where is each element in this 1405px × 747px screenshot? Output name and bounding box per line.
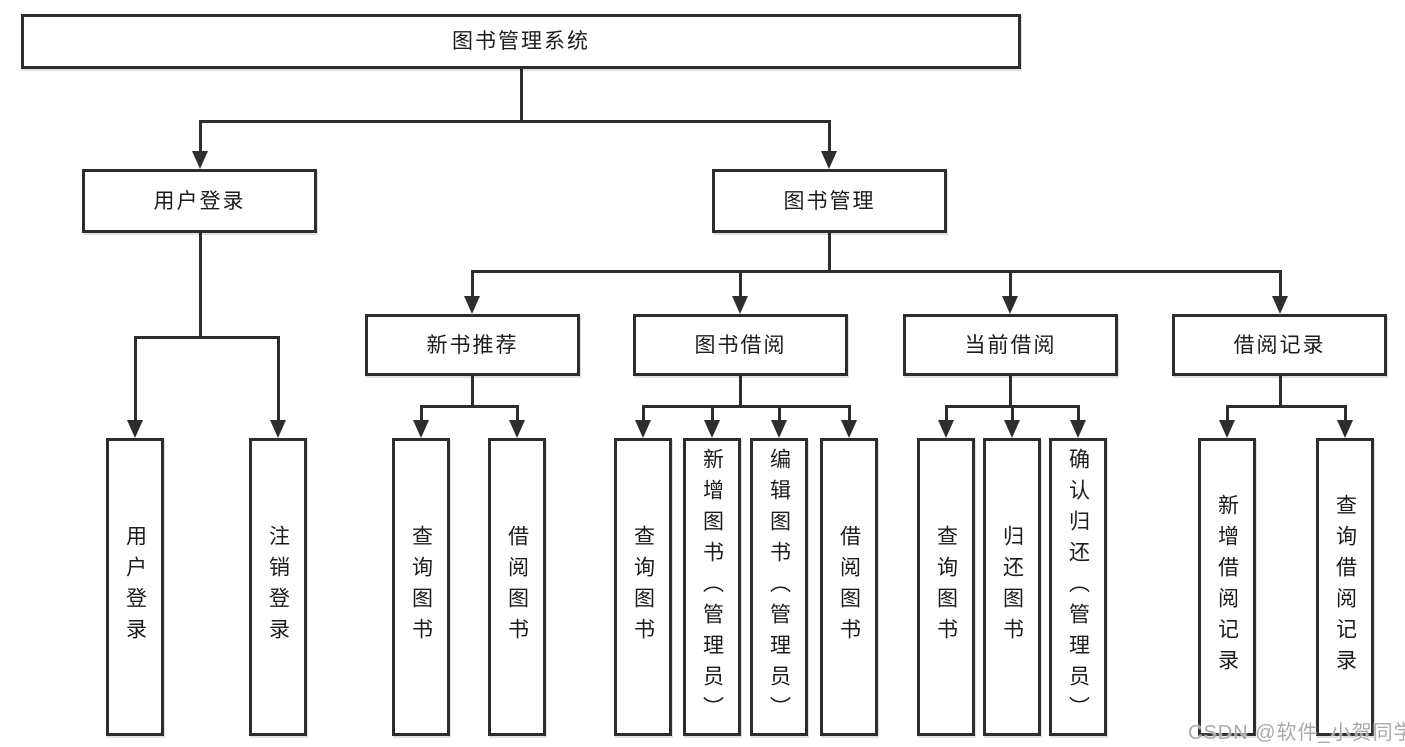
arrow-down-icon — [635, 420, 651, 438]
node-label-leaf-bor-add: 新增图书（管理员） — [700, 447, 724, 727]
node-leaf-user-login: 用户登录 — [106, 438, 164, 736]
connector-line — [710, 406, 714, 424]
node-user-login: 用户登录 — [82, 169, 317, 233]
csdn-watermark: CSDN @软件_小贺同学 — [1188, 722, 1405, 744]
arrow-down-icon — [771, 420, 787, 438]
connector-line — [470, 376, 474, 408]
node-label-leaf-records-add: 新增借阅记录 — [1215, 494, 1239, 680]
connector-line — [419, 406, 423, 424]
node-leaf-bor-edit: 编辑图书（管理员） — [750, 438, 808, 736]
arrow-down-icon — [1272, 296, 1288, 314]
connector-line — [470, 271, 474, 300]
connector-line — [519, 69, 523, 123]
node-label-new-book-rec: 新书推荐 — [426, 333, 519, 357]
node-label-root: 图书管理系统 — [452, 30, 590, 53]
node-label-leaf-bor-borrow: 借阅图书 — [837, 525, 861, 649]
node-label-leaf-user-login: 用户登录 — [123, 525, 147, 649]
node-current-borrow: 当前借阅 — [903, 314, 1118, 376]
arrow-down-icon — [1070, 420, 1086, 438]
node-label-leaf-bor-query: 查询图书 — [631, 525, 655, 649]
connector-line — [1010, 406, 1014, 424]
node-label-leaf-records-query: 查询借阅记录 — [1333, 494, 1357, 680]
arrow-down-icon — [732, 296, 748, 314]
node-label-leaf-rec-query: 查询图书 — [409, 525, 433, 649]
node-leaf-cur-confirm: 确认归还（管理员） — [1049, 438, 1107, 736]
node-label-leaf-bor-edit: 编辑图书（管理员） — [767, 447, 791, 727]
node-label-leaf-cur-confirm: 确认归还（管理员） — [1066, 447, 1090, 727]
node-leaf-bor-add: 新增图书（管理员） — [683, 438, 741, 736]
arrow-down-icon — [509, 420, 525, 438]
connector-line — [847, 406, 851, 424]
connector-line — [777, 406, 781, 424]
connector-line — [134, 335, 280, 339]
node-leaf-cur-return: 归还图书 — [983, 438, 1041, 736]
connector-line — [827, 233, 831, 273]
arrow-down-icon — [938, 420, 954, 438]
arrow-down-icon — [192, 151, 208, 169]
node-label-current-borrow: 当前借阅 — [964, 333, 1057, 357]
arrow-down-icon — [821, 151, 837, 169]
arrow-down-icon — [413, 420, 429, 438]
arrow-down-icon — [1002, 296, 1018, 314]
node-label-book-mgmt: 图书管理 — [783, 189, 876, 213]
connector-line — [1278, 271, 1282, 300]
arrow-down-icon — [1004, 420, 1020, 438]
node-label-leaf-logout: 注销登录 — [266, 525, 290, 649]
node-leaf-bor-borrow: 借阅图书 — [820, 438, 878, 736]
node-leaf-logout: 注销登录 — [249, 438, 307, 736]
connector-line — [199, 119, 831, 123]
node-leaf-records-add: 新增借阅记录 — [1198, 438, 1256, 736]
node-leaf-rec-query: 查询图书 — [392, 438, 450, 736]
node-leaf-bor-query: 查询图书 — [614, 438, 672, 736]
node-label-leaf-rec-borrow: 借阅图书 — [505, 525, 529, 649]
node-leaf-records-query: 查询借阅记录 — [1316, 438, 1374, 736]
connector-line — [1008, 271, 1012, 300]
arrow-down-icon — [127, 420, 143, 438]
arrow-down-icon — [704, 420, 720, 438]
node-leaf-rec-borrow: 借阅图书 — [488, 438, 546, 736]
connector-line — [1008, 376, 1012, 408]
connector-line — [827, 121, 831, 155]
connector-line — [276, 337, 280, 424]
connector-line — [1076, 406, 1080, 424]
node-root: 图书管理系统 — [21, 14, 1021, 69]
arrow-down-icon — [464, 296, 480, 314]
node-label-leaf-cur-query: 查询图书 — [934, 525, 958, 649]
arrow-down-icon — [1219, 420, 1235, 438]
connector-line — [1343, 406, 1347, 424]
connector-line — [738, 271, 742, 300]
arrow-down-icon — [270, 420, 286, 438]
node-label-borrow-records: 借阅记录 — [1233, 333, 1326, 357]
node-leaf-cur-query: 查询图书 — [917, 438, 975, 736]
node-label-leaf-cur-return: 归还图书 — [1000, 525, 1024, 649]
connector-line — [198, 233, 202, 339]
node-book-borrow: 图书借阅 — [633, 314, 848, 376]
connector-line — [642, 404, 851, 408]
connector-line — [641, 406, 645, 424]
node-new-book-rec: 新书推荐 — [365, 314, 580, 376]
connector-line — [515, 406, 519, 424]
connector-line — [420, 404, 519, 408]
connector-line — [1225, 406, 1229, 424]
node-label-book-borrow: 图书借阅 — [694, 333, 787, 357]
connector-line — [944, 406, 948, 424]
arrow-down-icon — [1337, 420, 1353, 438]
connector-line — [1226, 404, 1347, 408]
node-label-user-login: 用户登录 — [153, 189, 246, 213]
connector-line — [471, 269, 1282, 273]
connector-line — [1278, 376, 1282, 408]
connector-line — [738, 376, 742, 408]
node-book-mgmt: 图书管理 — [712, 169, 947, 233]
connector-line — [133, 337, 137, 424]
connector-line — [198, 121, 202, 155]
arrow-down-icon — [841, 420, 857, 438]
node-borrow-records: 借阅记录 — [1172, 314, 1387, 376]
